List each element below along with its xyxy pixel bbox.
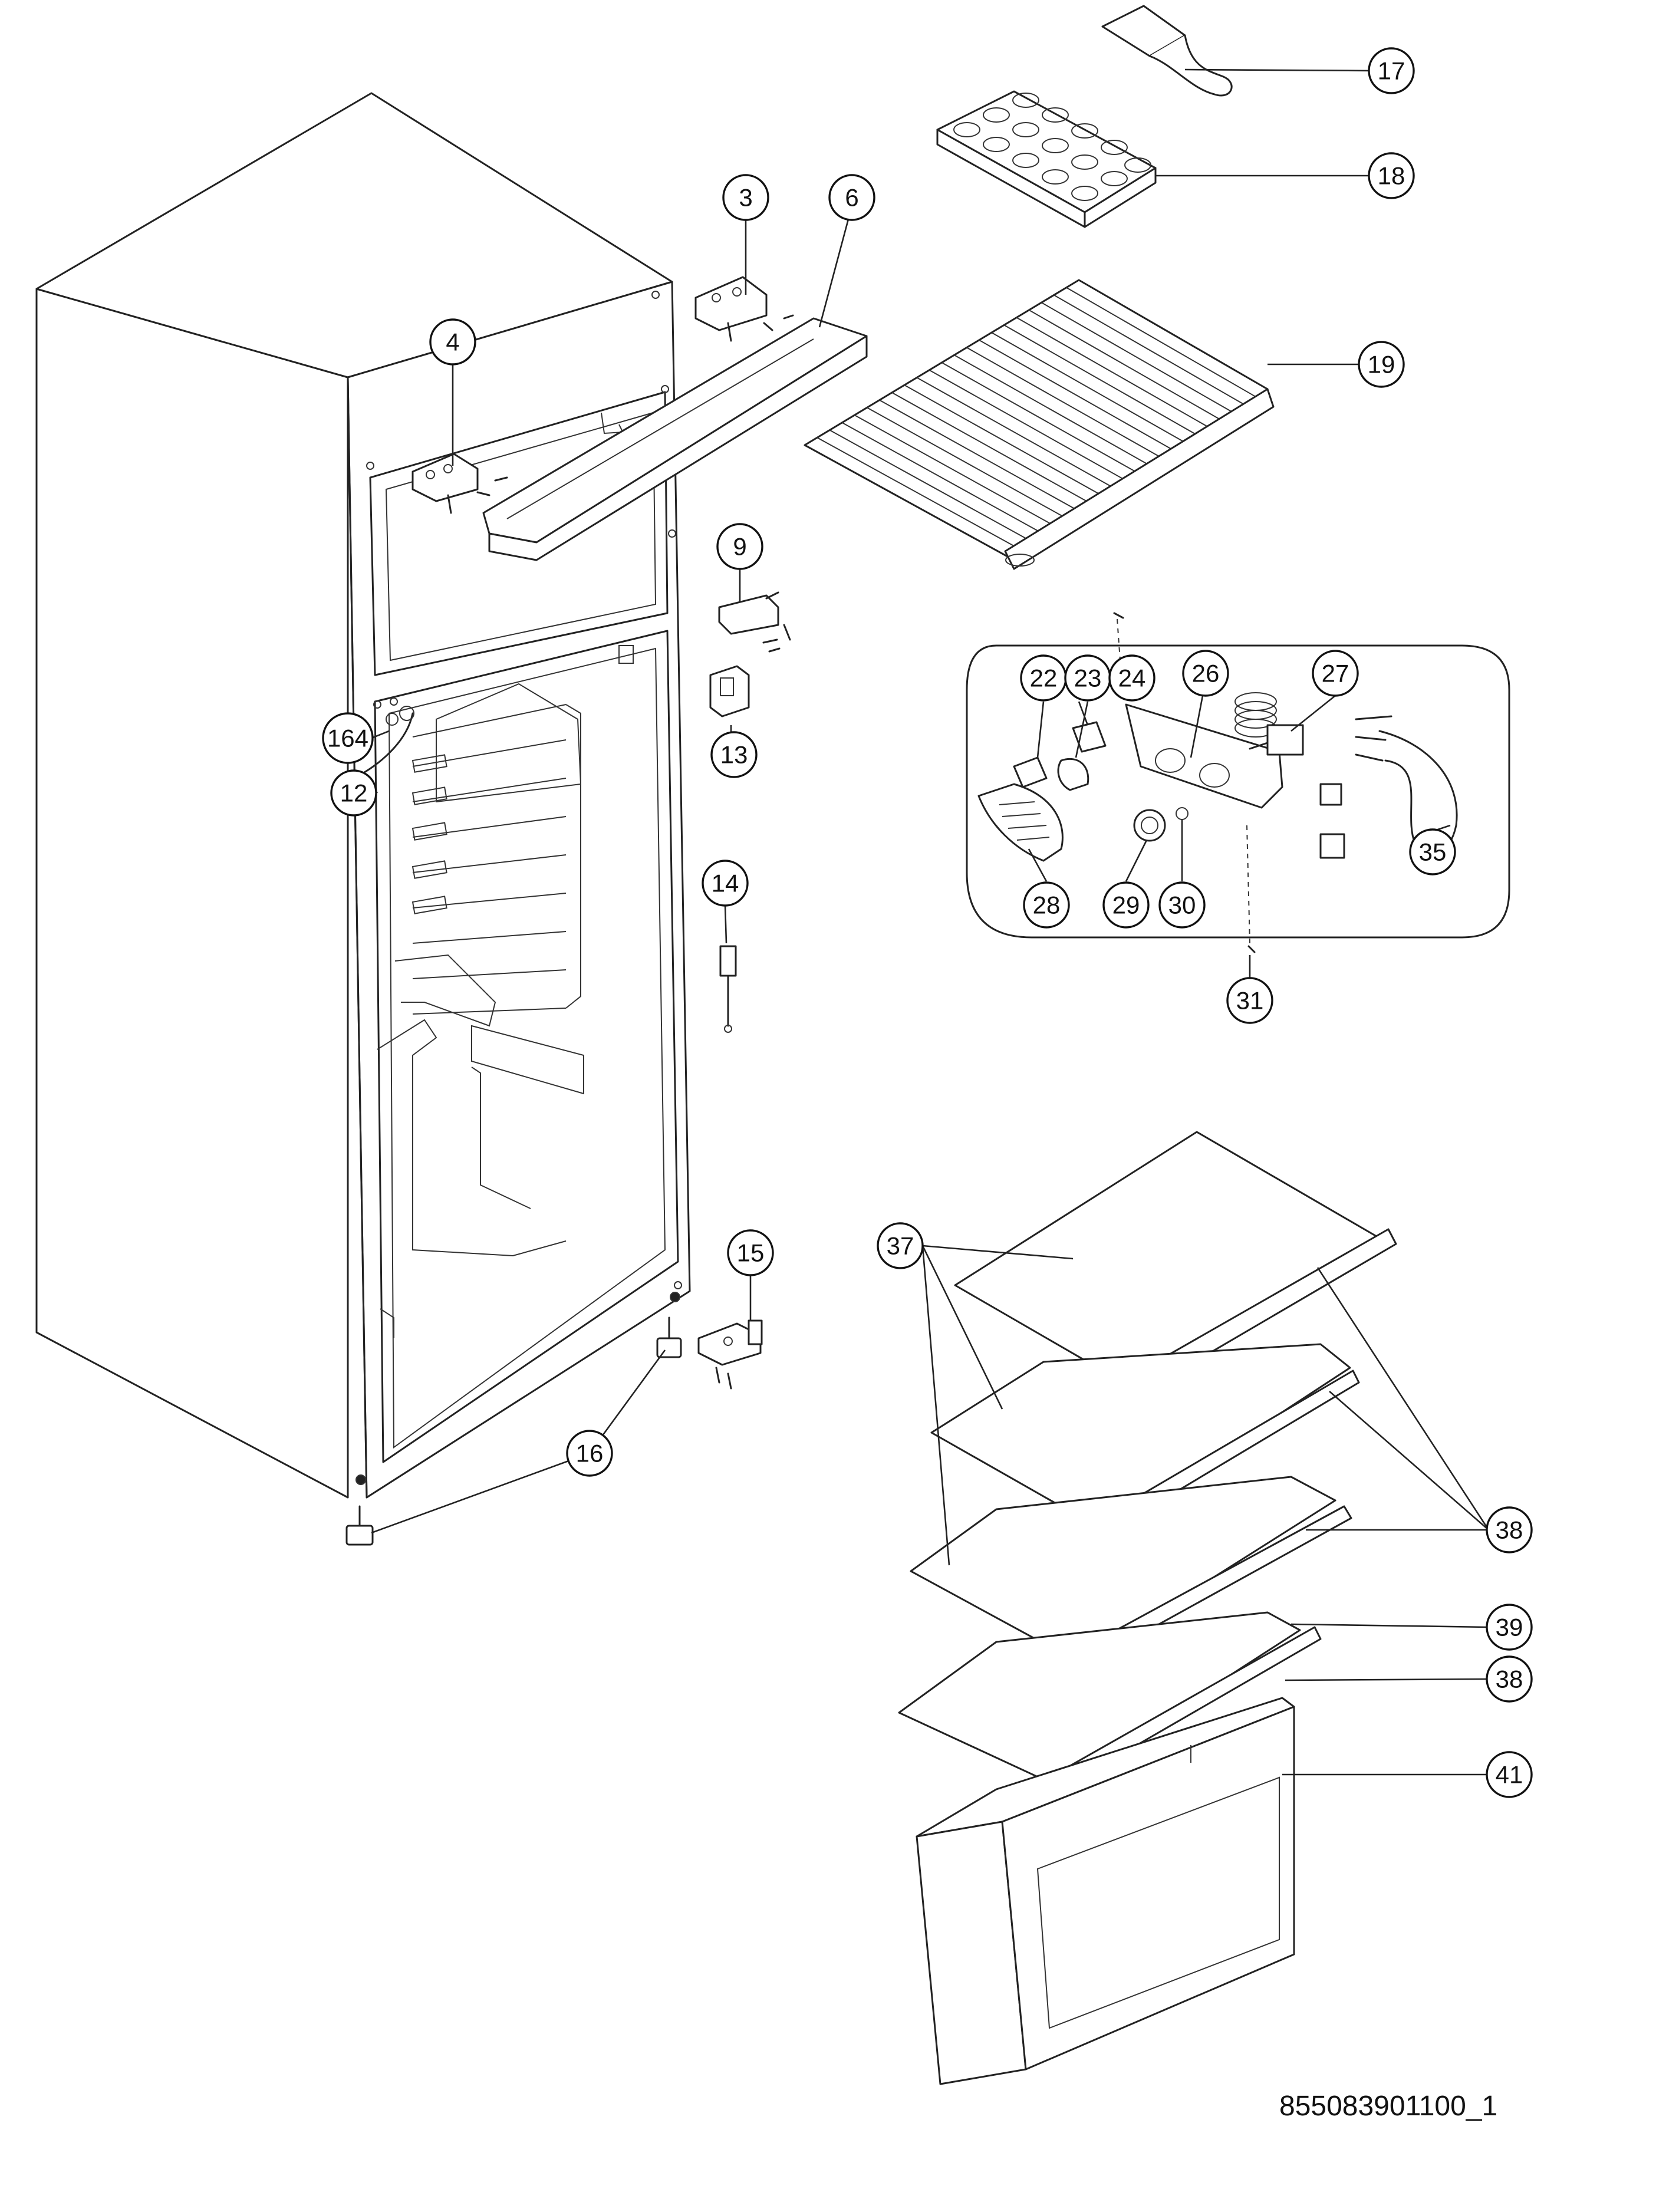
shelf-rod <box>979 339 1176 452</box>
svg-text:6: 6 <box>845 184 858 212</box>
callout-14: 14 <box>702 860 749 907</box>
callout-38-upper: 38 <box>1486 1506 1533 1553</box>
ice-scraper-part-17 <box>1101 5 1233 97</box>
callout-35: 35 <box>1409 828 1456 875</box>
shelf-rod <box>829 429 1038 545</box>
shelf-rod <box>941 362 1141 475</box>
upper-hinge-part-3 <box>694 276 794 342</box>
svg-text:38: 38 <box>1496 1516 1523 1544</box>
callout-23: 23 <box>1064 654 1111 702</box>
shelf-rod <box>867 407 1072 522</box>
callout-13: 13 <box>710 731 758 778</box>
svg-text:38: 38 <box>1496 1665 1523 1693</box>
callout-6: 6 <box>828 174 875 221</box>
shelf-rod <box>841 422 1049 538</box>
callout-28: 28 <box>1023 881 1070 929</box>
svg-text:18: 18 <box>1378 162 1405 190</box>
svg-text:23: 23 <box>1074 664 1102 692</box>
shelf-rod <box>1016 317 1210 429</box>
bracket-part-9 <box>718 591 791 653</box>
svg-text:4: 4 <box>446 328 459 356</box>
callout-16: 16 <box>566 1430 613 1477</box>
svg-text:17: 17 <box>1378 57 1405 85</box>
shelf-rod <box>1003 324 1199 436</box>
cabinet-body <box>35 92 691 1499</box>
callout-41: 41 <box>1486 1751 1533 1798</box>
ice-tray-part-18 <box>936 90 1157 228</box>
callout-22: 22 <box>1020 654 1067 702</box>
svg-text:3: 3 <box>739 184 752 212</box>
document-id: 855083901100_1 <box>1279 2091 1497 2122</box>
callout-37: 37 <box>877 1222 924 1269</box>
svg-text:39: 39 <box>1496 1614 1523 1641</box>
callout-18: 18 <box>1368 152 1415 199</box>
callout-4: 4 <box>429 318 476 366</box>
svg-text:22: 22 <box>1030 664 1058 692</box>
callout-31: 31 <box>1226 977 1273 1024</box>
callout-24: 24 <box>1108 654 1155 702</box>
svg-text:12: 12 <box>340 779 368 807</box>
wire-shelf-part-19 <box>804 279 1275 570</box>
callout-39: 39 <box>1486 1604 1533 1651</box>
svg-text:164: 164 <box>327 725 368 752</box>
shelf-rod <box>954 354 1153 468</box>
callout-27: 27 <box>1312 650 1359 697</box>
svg-text:41: 41 <box>1496 1761 1523 1789</box>
shelf-rod <box>854 414 1061 530</box>
callout-9: 9 <box>716 523 763 570</box>
svg-text:31: 31 <box>1236 987 1264 1015</box>
callout-164: 164 <box>322 712 374 764</box>
svg-text:9: 9 <box>733 533 746 561</box>
callout-19: 19 <box>1358 341 1405 388</box>
callout-15: 15 <box>727 1229 774 1276</box>
shelf-rod <box>904 384 1107 499</box>
svg-text:16: 16 <box>576 1440 604 1467</box>
shelf-rod <box>991 332 1187 445</box>
shelf-rod <box>891 392 1095 506</box>
shelf-rod <box>817 437 1026 553</box>
svg-text:13: 13 <box>720 741 748 769</box>
callout-26: 26 <box>1182 650 1229 697</box>
svg-text:35: 35 <box>1419 838 1447 866</box>
svg-text:15: 15 <box>737 1239 765 1267</box>
svg-text:26: 26 <box>1192 660 1220 687</box>
shelf-rod <box>879 399 1084 514</box>
shelf-rod <box>929 369 1130 483</box>
callout-29: 29 <box>1102 881 1150 929</box>
svg-text:19: 19 <box>1368 351 1395 378</box>
svg-text:27: 27 <box>1322 660 1349 687</box>
shelf-rod <box>1041 302 1233 413</box>
front-cover-part-6 <box>482 317 868 561</box>
lower-hinge-part-15 <box>697 1319 763 1390</box>
shelf-rod <box>966 347 1164 460</box>
callout-30: 30 <box>1158 881 1206 929</box>
callout-38-lower: 38 <box>1486 1655 1533 1703</box>
svg-text:14: 14 <box>712 870 739 897</box>
svg-text:29: 29 <box>1112 891 1140 919</box>
shelf-rod <box>1054 294 1245 406</box>
middle-hinge-part-4 <box>411 453 508 514</box>
svg-text:24: 24 <box>1118 664 1146 692</box>
shelf-rod <box>1028 310 1222 421</box>
svg-text:28: 28 <box>1033 891 1061 919</box>
svg-text:37: 37 <box>887 1232 914 1260</box>
shelf-rod <box>1066 287 1256 398</box>
svg-text:30: 30 <box>1168 891 1196 919</box>
callout-17: 17 <box>1368 47 1415 94</box>
crisper-drawer-part-41 <box>916 1697 1295 2085</box>
shelf-rod <box>916 377 1118 491</box>
leveling-foot-part-16 <box>345 1316 682 1546</box>
door-switch-part-13 <box>709 665 750 717</box>
callout-12: 12 <box>330 769 377 817</box>
callout-3: 3 <box>722 174 769 221</box>
glass-shelves <box>898 1131 1397 1793</box>
leader-lines <box>364 68 1490 1776</box>
control-box-group <box>966 612 1510 953</box>
sensor-part-14 <box>719 945 737 1033</box>
